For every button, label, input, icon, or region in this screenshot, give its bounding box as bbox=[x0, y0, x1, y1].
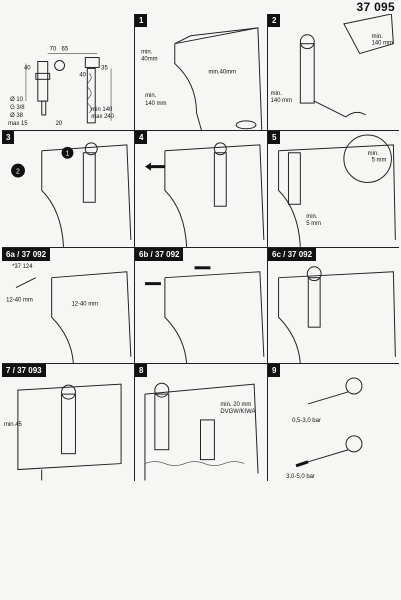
dim-label: Ø 10 bbox=[10, 97, 24, 103]
step-number: 2 bbox=[16, 168, 20, 175]
pressure-label: 0,5-3,0 bar bbox=[292, 418, 321, 424]
dim-label: 140 mm bbox=[145, 101, 166, 107]
dim-label: DVGW/KIWA bbox=[220, 409, 255, 415]
bottom-inlet-drawing: min.45 bbox=[4, 384, 122, 481]
product-code: 37 095 bbox=[356, 0, 395, 14]
dim-label: min. bbox=[306, 214, 318, 220]
pressure-drawing: 0,5-3,0 bar 3,0-5,0 bar bbox=[286, 377, 363, 480]
dim-label: 40 bbox=[24, 65, 31, 71]
dim-label: 12-40 mm bbox=[71, 301, 98, 307]
dim-label: 65 bbox=[62, 47, 69, 53]
step-badge: 3 bbox=[2, 130, 15, 144]
dim-label: min. bbox=[368, 151, 380, 157]
dim-label: 140 mm bbox=[372, 41, 393, 47]
dim-label: min.45 bbox=[4, 422, 23, 428]
dim-label: 5 mm bbox=[372, 157, 387, 163]
dim-label: min. bbox=[271, 91, 283, 97]
panel-step-9: 9 0,5-3,0 bar 3,0-5,0 bar bbox=[268, 364, 399, 481]
panel-step-8: 8 min. 20 mm DVGW/KIWA bbox=[135, 364, 268, 482]
dim-label: max 15 bbox=[8, 121, 28, 127]
height-drawing: min. 5 mm min. 5 mm bbox=[278, 134, 396, 247]
pressure-label: 3,0-5,0 bar bbox=[286, 474, 315, 480]
panel-dimensions: 70 65 40 35 40 Ø 10 G 3/8 Ø 38 max 15 mi… bbox=[2, 14, 135, 131]
mounting-drawing bbox=[145, 142, 265, 247]
panel-step-6b: 6b / 37 092 bbox=[135, 247, 268, 365]
panel-step-4: 4 bbox=[135, 130, 268, 248]
panel-step-6a: 6a / 37 092 *37 124 12-40 mm 12-40 mm bbox=[2, 247, 135, 365]
dim-label: *37 124 bbox=[12, 263, 33, 269]
step-number: 1 bbox=[66, 151, 70, 158]
adapter-drawing: *37 124 12-40 mm 12-40 mm bbox=[6, 263, 132, 364]
dim-label: max 240 bbox=[91, 114, 114, 120]
dim-label: Ø 38 bbox=[10, 113, 24, 119]
step-badge: 6c / 37 092 bbox=[268, 247, 317, 261]
panel-step-1: 1 min. 40mm min.40mm min. 140 mm bbox=[135, 14, 268, 131]
dim-label: 70 bbox=[50, 47, 57, 53]
dim-label: 35 bbox=[101, 65, 108, 71]
dim-label: 5 mm bbox=[306, 221, 321, 227]
mounting-drawing: 1 2 bbox=[11, 142, 132, 247]
panel-step-3: 3 1 2 bbox=[2, 130, 135, 248]
cistern-drawing: min. 40mm min.40mm min. 140 mm bbox=[141, 27, 263, 130]
step-badge: 7 / 37 093 bbox=[2, 364, 46, 378]
valve-drawing: min. 140 mm min. 140 mm bbox=[271, 14, 394, 118]
dim-label: min. bbox=[141, 50, 153, 56]
adapter-drawing bbox=[145, 265, 265, 364]
dim-label: G 3/8 bbox=[10, 105, 25, 111]
step-badge: 1 bbox=[135, 14, 148, 27]
panel-step-7: 7 / 37 093 min.45 bbox=[2, 364, 135, 482]
step-badge: 2 bbox=[268, 14, 281, 27]
dim-label: min. bbox=[372, 34, 384, 40]
step-badge: 9 bbox=[268, 364, 281, 378]
overflow-drawing: min. 20 mm DVGW/KIWA bbox=[144, 383, 259, 481]
adapter-drawing bbox=[278, 265, 396, 364]
dim-label: min 140 bbox=[91, 107, 113, 113]
dim-label: min. bbox=[145, 93, 157, 99]
panel-step-5: 5 min. 5 mm min. 5 mm bbox=[268, 130, 399, 248]
panel-step-2: 2 min. 140 mm min. 140 mm bbox=[268, 14, 399, 131]
step-badge: 4 bbox=[135, 130, 148, 144]
panel-step-6c: 6c / 37 092 bbox=[268, 247, 399, 365]
dim-label: 20 bbox=[56, 121, 63, 127]
dim-label: 140 mm bbox=[271, 98, 292, 104]
step-badge: 8 bbox=[135, 364, 148, 378]
step-badge: 6a / 37 092 bbox=[2, 247, 51, 261]
dim-label: 12-40 mm bbox=[6, 297, 33, 303]
step-badge: 5 bbox=[268, 130, 281, 144]
dim-label: min. 20 mm bbox=[220, 402, 251, 408]
dim-label: 40 bbox=[79, 72, 86, 78]
dim-label: min.40mm bbox=[208, 69, 236, 75]
dimension-drawing: 70 65 40 35 40 Ø 10 G 3/8 Ø 38 max 15 mi… bbox=[8, 47, 115, 127]
instruction-grid: 70 65 40 35 40 Ø 10 G 3/8 Ø 38 max 15 mi… bbox=[2, 14, 399, 598]
step-badge: 6b / 37 092 bbox=[135, 247, 184, 261]
dim-label: 40mm bbox=[141, 57, 158, 63]
